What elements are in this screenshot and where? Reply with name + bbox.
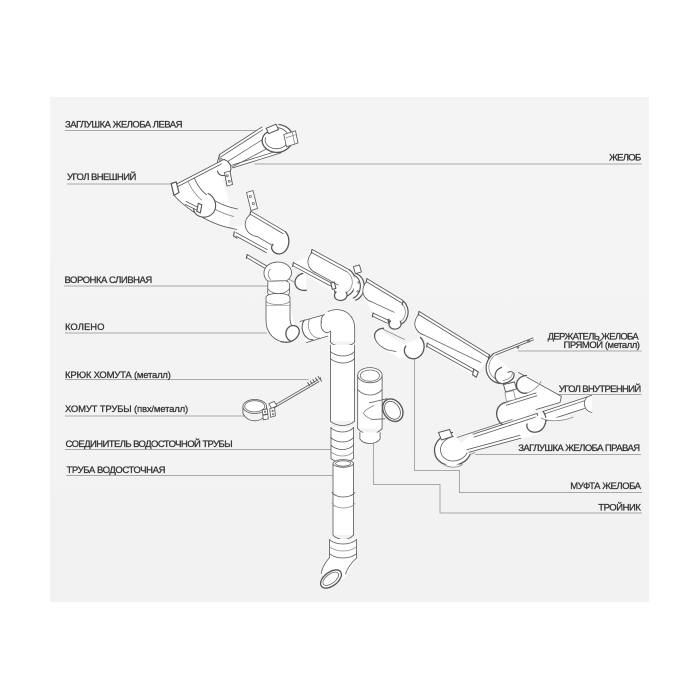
svg-text:ТРОЙНИК: ТРОЙНИК bbox=[598, 501, 641, 513]
svg-text:ВОРОНКА СЛИВНАЯ: ВОРОНКА СЛИВНАЯ bbox=[65, 275, 153, 286]
svg-text:ПРЯМОЙ (металл): ПРЯМОЙ (металл) bbox=[564, 339, 640, 351]
svg-text:СОЕДИНИТЕЛЬ ВОДОСТОЧНОЙ ТРУБЫ: СОЕДИНИТЕЛЬ ВОДОСТОЧНОЙ ТРУБЫ bbox=[66, 438, 233, 450]
svg-text:КРЮК ХОМУТА (металл): КРЮК ХОМУТА (металл) bbox=[65, 370, 171, 381]
svg-text:МУФТА ЖЕЛОБА: МУФТА ЖЕЛОБА bbox=[570, 481, 641, 492]
svg-text:ХОМУТ ТРУБЫ (пвх/металл): ХОМУТ ТРУБЫ (пвх/металл) bbox=[65, 404, 188, 415]
svg-text:УГОЛ ВНЕШНИЙ: УГОЛ ВНЕШНИЙ bbox=[67, 171, 136, 183]
svg-text:ЗАГЛУШКА ЖЕЛОБА ПРАВАЯ: ЗАГЛУШКА ЖЕЛОБА ПРАВАЯ bbox=[518, 443, 640, 454]
svg-text:ДЕРЖАТЕЛЬ ЖЕЛОБА: ДЕРЖАТЕЛЬ ЖЕЛОБА bbox=[548, 332, 640, 343]
svg-text:ЖЕЛОБ: ЖЕЛОБ bbox=[609, 153, 641, 164]
svg-text:КОЛЕНО: КОЛЕНО bbox=[65, 322, 105, 333]
svg-text:ЗАГЛУШКА ЖЕЛОБА ЛЕВАЯ: ЗАГЛУШКА ЖЕЛОБА ЛЕВАЯ bbox=[65, 120, 183, 131]
svg-text:ТРУБА ВОДОСТОЧНАЯ: ТРУБА ВОДОСТОЧНАЯ bbox=[67, 465, 166, 476]
svg-text:УГОЛ ВНУТРЕННИЙ: УГОЛ ВНУТРЕННИЙ bbox=[559, 383, 642, 395]
